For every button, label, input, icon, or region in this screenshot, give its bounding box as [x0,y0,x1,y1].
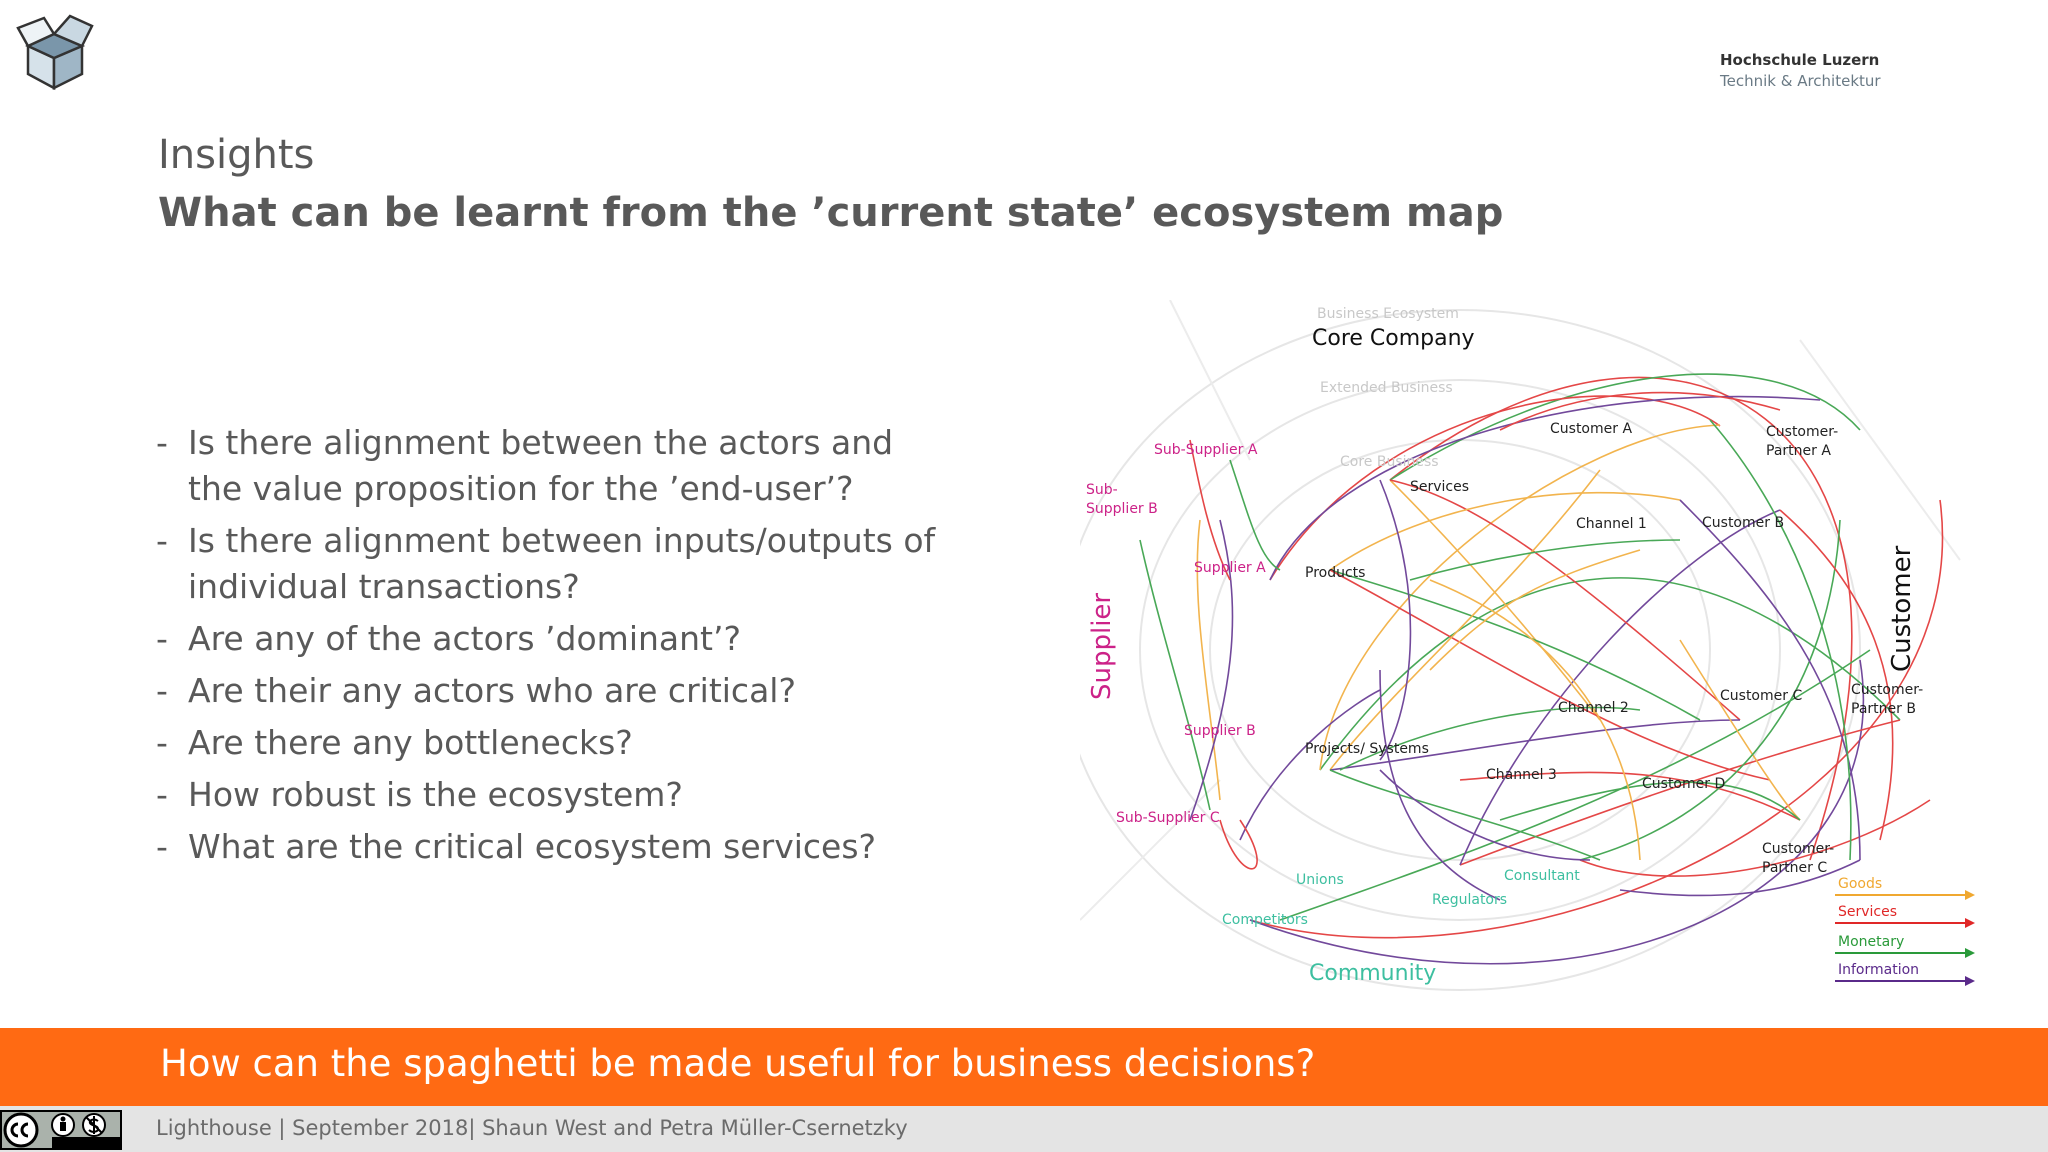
supplier-label: Supplier [1087,593,1117,700]
core-company-label: Core Company [1312,326,1475,351]
bullet-item: Are their any actors who are critical? [156,668,956,714]
node-competitors: Competitors [1222,912,1308,928]
node-sub-supplier-c: Sub-Supplier C [1116,810,1220,826]
node-customer-partner-a: Customer- [1766,424,1838,440]
question-banner: How can the spaghetti be made useful for… [0,1028,2048,1106]
bullet-item: Are any of the actors ’dominant’? [156,616,956,662]
connection-lines [1139,373,1944,965]
node-supplier-b: Supplier B [1184,723,1256,739]
legend-services: Services [1838,904,1897,920]
node-consultant: Consultant [1504,868,1580,884]
node-products: Products [1305,565,1365,581]
node-unions: Unions [1296,872,1344,888]
node-sub-supplier-b: Supplier B [1086,501,1158,517]
node-customer-partner-b: Customer- [1851,682,1923,698]
node-customer-d: Customer D [1642,776,1725,792]
node-customer-partner-a: Partner A [1766,443,1831,459]
node-customer-a: Customer A [1550,421,1632,437]
bullet-item: Is there alignment between the actors an… [156,420,956,512]
bullet-item: How robust is the ecosystem? [156,772,956,818]
node-customer-partner-b: Partner B [1851,701,1916,717]
node-regulators: Regulators [1432,892,1507,908]
legend-information: Information [1838,962,1919,978]
community-label: Community [1309,961,1436,986]
legend-goods: Goods [1838,876,1882,892]
bullet-list: Is there alignment between the actors an… [156,420,956,876]
node-projects-systems: Projects/ Systems [1305,741,1429,757]
ecosystem-map: Business Ecosystem Extended Business Cor… [1080,300,1975,991]
node-customer-c: Customer C [1720,688,1802,704]
ring-label-core-business: Core Business [1340,454,1439,470]
box-logo-icon [16,14,94,91]
node-sub-supplier-a: Sub-Supplier A [1154,442,1258,458]
footer-text: Lighthouse | September 2018| Shaun West … [156,1116,908,1140]
slide-title: Insights [158,132,315,178]
bullet-item: Are there any bottlenecks? [156,720,956,766]
legend: Goods Services Monetary Information [1835,876,1975,986]
university-logo: Hochschule Luzern Technik & Architektur [1720,50,1881,92]
banner-text: How can the spaghetti be made useful for… [160,1042,1316,1085]
ring-label-extended-business: Extended Business [1320,380,1453,396]
university-department: Technik & Architektur [1720,72,1881,90]
node-sub-supplier-b: Sub- [1086,482,1118,498]
node-channel-3: Channel 3 [1486,767,1557,783]
cc-by-nc-license-icon [0,1110,122,1150]
footer-bar: Lighthouse | September 2018| Shaun West … [0,1106,2048,1152]
node-channel-2: Channel 2 [1558,700,1629,716]
node-services: Services [1410,479,1469,495]
bullet-item: Is there alignment between inputs/output… [156,518,956,610]
node-supplier-a: Supplier A [1194,560,1266,576]
bullet-item: What are the critical ecosystem services… [156,824,956,870]
university-name: Hochschule Luzern [1720,51,1880,69]
slide-subtitle: What can be learnt from the ’current sta… [158,190,1504,236]
ring-label-business-ecosystem: Business Ecosystem [1317,306,1459,322]
customer-label: Customer [1887,545,1917,672]
node-customer-partner-c: Partner C [1762,860,1827,876]
legend-monetary: Monetary [1838,934,1904,950]
node-customer-b: Customer B [1702,515,1784,531]
node-channel-1: Channel 1 [1576,516,1647,532]
node-customer-partner-c: Customer- [1762,841,1834,857]
